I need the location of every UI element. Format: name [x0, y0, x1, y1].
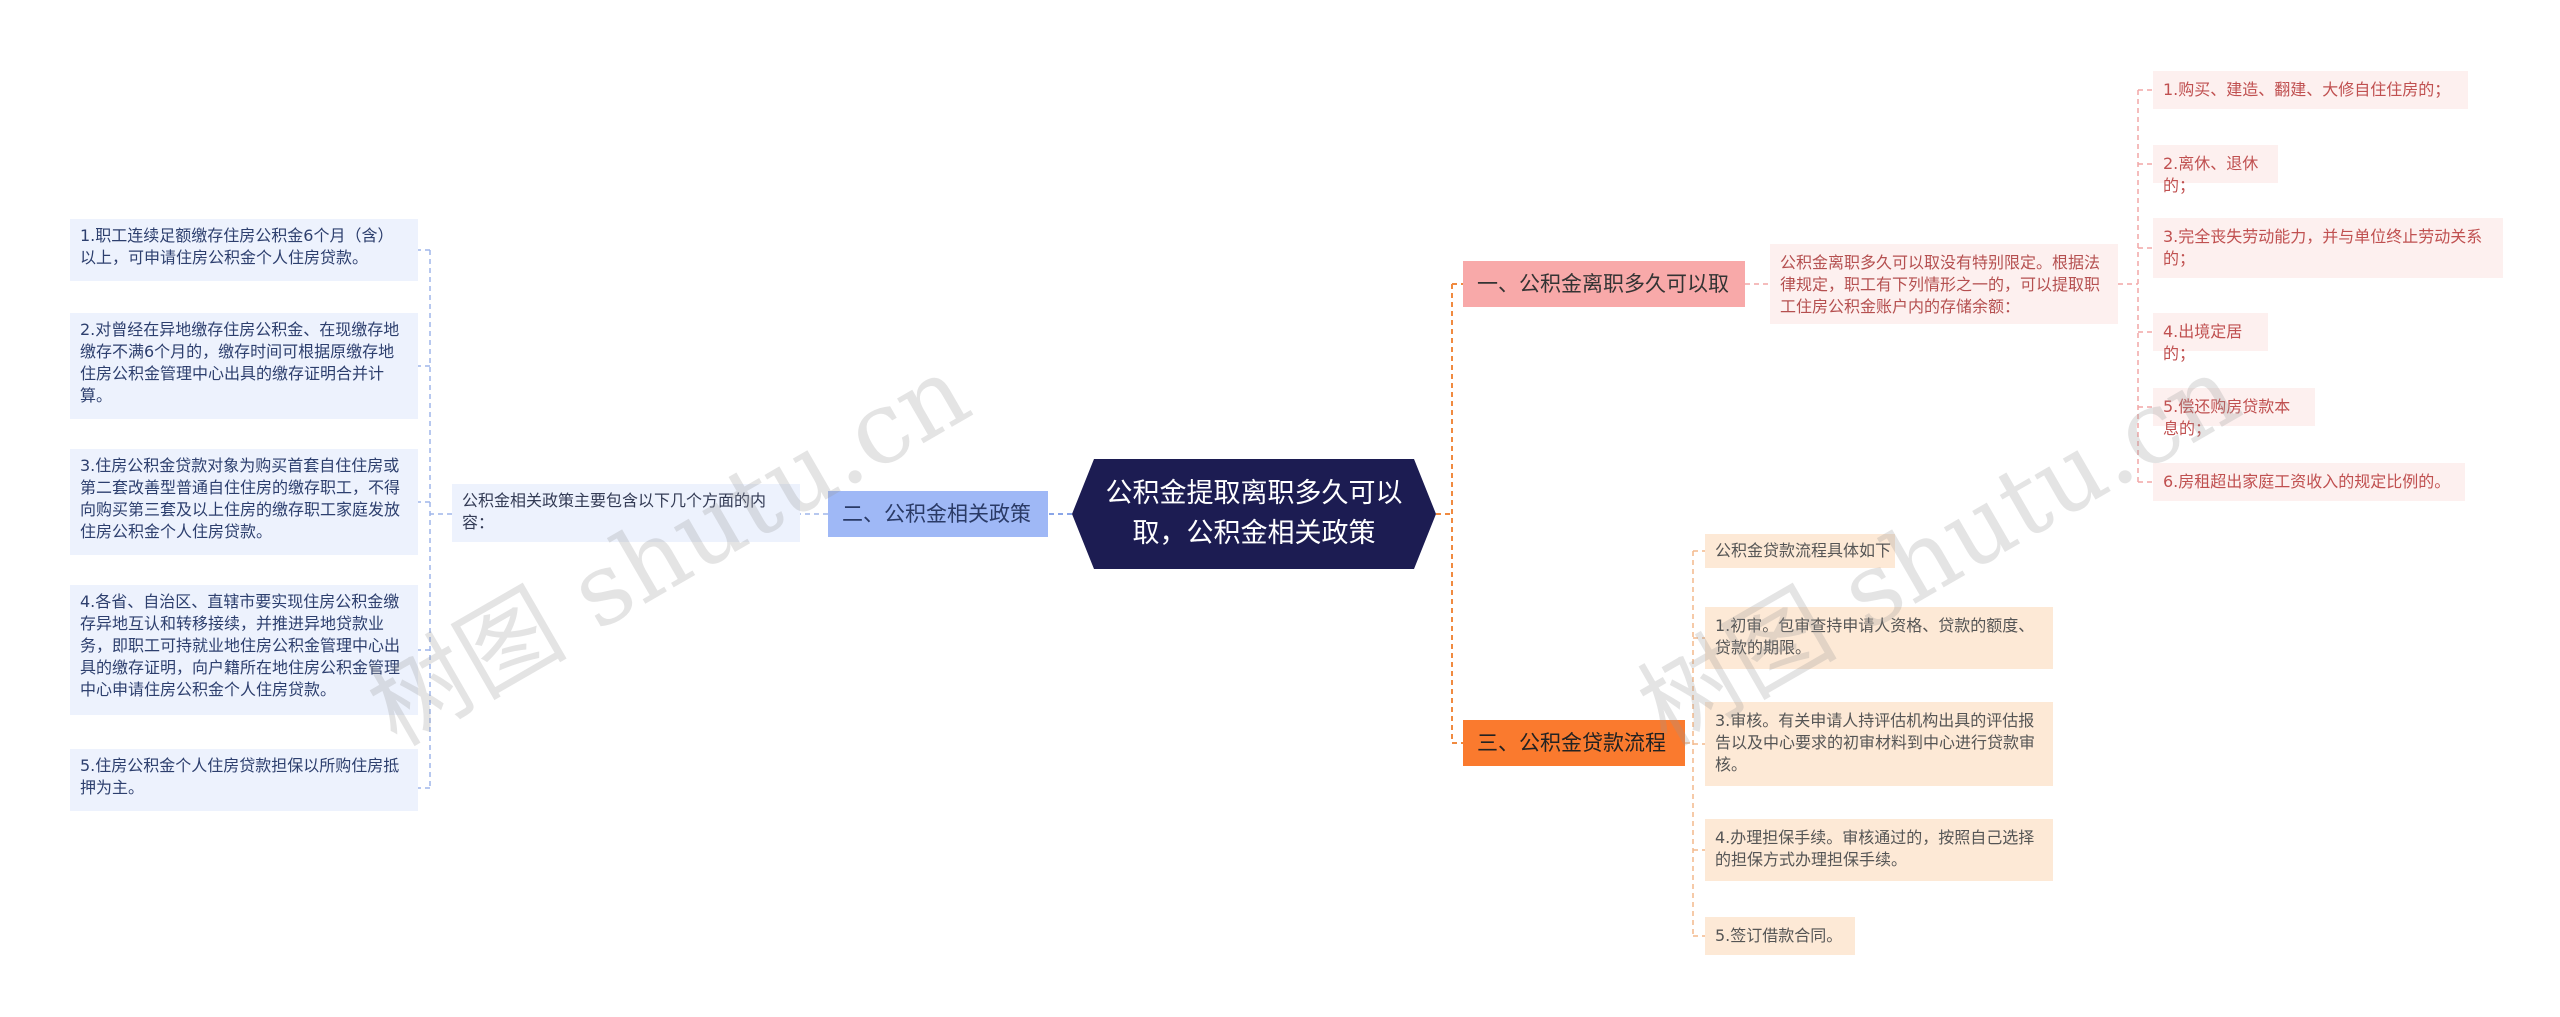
branch-topic-policy-label: 二、公积金相关政策	[842, 502, 1031, 526]
withdrawal-condition-item[interactable]: 1.购买、建造、翻建、大修自住住房的；	[2153, 71, 2468, 109]
policy-item-text: 1.职工连续足额缴存住房公积金6个月（含）以上，可申请住房公积金个人住房贷款。	[80, 226, 394, 267]
policy-description[interactable]: 公积金相关政策主要包含以下几个方面的内容：	[452, 484, 800, 542]
policy-item-text: 5.住房公积金个人住房贷款担保以所购住房抵押为主。	[80, 756, 400, 797]
branch-topic-loan-process-label: 三、公积金贷款流程	[1477, 731, 1666, 755]
loan-process-description-text: 公积金贷款流程具体如下	[1715, 541, 1892, 560]
policy-item[interactable]: 4.各省、自治区、直辖市要实现住房公积金缴存异地互认和转移接续，并推进异地贷款业…	[70, 585, 418, 715]
loan-step-item[interactable]: 1.初审。包审查持申请人资格、贷款的额度、贷款的期限。	[1705, 607, 2053, 669]
withdrawal-description-text: 公积金离职多久可以取没有特别限定。根据法律规定，职工有下列情形之一的，可以提取职…	[1780, 253, 2101, 316]
branch-topic-loan-process[interactable]: 三、公积金贷款流程	[1463, 720, 1685, 766]
withdrawal-condition-text: 6.房租超出家庭工资收入的规定比例的。	[2163, 472, 2451, 491]
loan-step-text: 1.初审。包审查持申请人资格、贷款的额度、贷款的期限。	[1715, 616, 2035, 657]
root-topic-label: 公积金提取离职多久可以取，公积金相关政策	[1105, 478, 1403, 549]
policy-item-text: 2.对曾经在异地缴存住房公积金、在现缴存地缴存不满6个月的，缴存时间可根据原缴存…	[80, 320, 400, 405]
withdrawal-condition-text: 5.偿还购房贷款本息的；	[2163, 397, 2291, 438]
policy-item[interactable]: 1.职工连续足额缴存住房公积金6个月（含）以上，可申请住房公积金个人住房贷款。	[70, 219, 418, 281]
withdrawal-condition-item[interactable]: 3.完全丧失劳动能力，并与单位终止劳动关系的；	[2153, 218, 2503, 278]
policy-item-text: 3.住房公积金贷款对象为购买首套自住住房或第二套改善型普通自住住房的缴存职工，不…	[80, 456, 401, 541]
branch1-leaf-connectors	[2138, 89, 2153, 483]
withdrawal-condition-item[interactable]: 5.偿还购房贷款本息的；	[2153, 388, 2315, 438]
policy-item[interactable]: 2.对曾经在异地缴存住房公积金、在现缴存地缴存不满6个月的，缴存时间可根据原缴存…	[70, 313, 418, 419]
policy-description-text: 公积金相关政策主要包含以下几个方面的内容：	[462, 491, 767, 532]
loan-step-item[interactable]: 4.办理担保手续。审核通过的，按照自己选择的担保方式办理担保手续。	[1705, 819, 2053, 881]
loan-step-item[interactable]: 5.签订借款合同。	[1705, 917, 1855, 955]
branch-topic-policy[interactable]: 二、公积金相关政策	[828, 491, 1048, 537]
loan-step-text: 3.审核。有关申请人持评估机构出具的评估报告以及中心要求的初审材料到中心进行贷款…	[1715, 711, 2036, 774]
withdrawal-condition-item[interactable]: 2.离休、退休的；	[2153, 145, 2278, 195]
branch-topic-withdrawal[interactable]: 一、公积金离职多久可以取	[1463, 261, 1745, 307]
loan-process-description[interactable]: 公积金贷款流程具体如下	[1705, 534, 1895, 568]
withdrawal-condition-text: 1.购买、建造、翻建、大修自住住房的；	[2163, 80, 2451, 99]
withdrawal-condition-text: 3.完全丧失劳动能力，并与单位终止劳动关系的；	[2163, 227, 2483, 268]
root-connector-right	[1436, 283, 1463, 744]
loan-step-text: 4.办理担保手续。审核通过的，按照自己选择的担保方式办理担保手续。	[1715, 828, 2035, 869]
root-topic[interactable]: 公积金提取离职多久可以取，公积金相关政策	[1072, 459, 1436, 569]
loan-step-item[interactable]: 3.审核。有关申请人持评估机构出具的评估报告以及中心要求的初审材料到中心进行贷款…	[1705, 702, 2053, 786]
branch-topic-withdrawal-label: 一、公积金离职多久可以取	[1477, 272, 1729, 296]
policy-item-text: 4.各省、自治区、直辖市要实现住房公积金缴存异地互认和转移接续，并推进异地贷款业…	[80, 592, 401, 699]
loan-step-text: 5.签订借款合同。	[1715, 926, 1843, 945]
withdrawal-description[interactable]: 公积金离职多久可以取没有特别限定。根据法律规定，职工有下列情形之一的，可以提取职…	[1770, 244, 2118, 324]
branch2-connector	[429, 250, 828, 788]
branch3-leaf-connectors	[1693, 637, 1705, 937]
branch1-connector	[1745, 90, 2139, 482]
withdrawal-condition-item[interactable]: 4.出境定居的；	[2153, 313, 2268, 363]
policy-item[interactable]: 3.住房公积金贷款对象为购买首套自住住房或第二套改善型普通自住住房的缴存职工，不…	[70, 449, 418, 555]
policy-item[interactable]: 5.住房公积金个人住房贷款担保以所购住房抵押为主。	[70, 749, 418, 811]
branch2-leaf-connectors	[418, 249, 430, 789]
withdrawal-condition-text: 2.离休、退休的；	[2163, 154, 2259, 195]
withdrawal-condition-item[interactable]: 6.房租超出家庭工资收入的规定比例的。	[2153, 463, 2465, 501]
withdrawal-condition-text: 4.出境定居的；	[2163, 322, 2243, 363]
